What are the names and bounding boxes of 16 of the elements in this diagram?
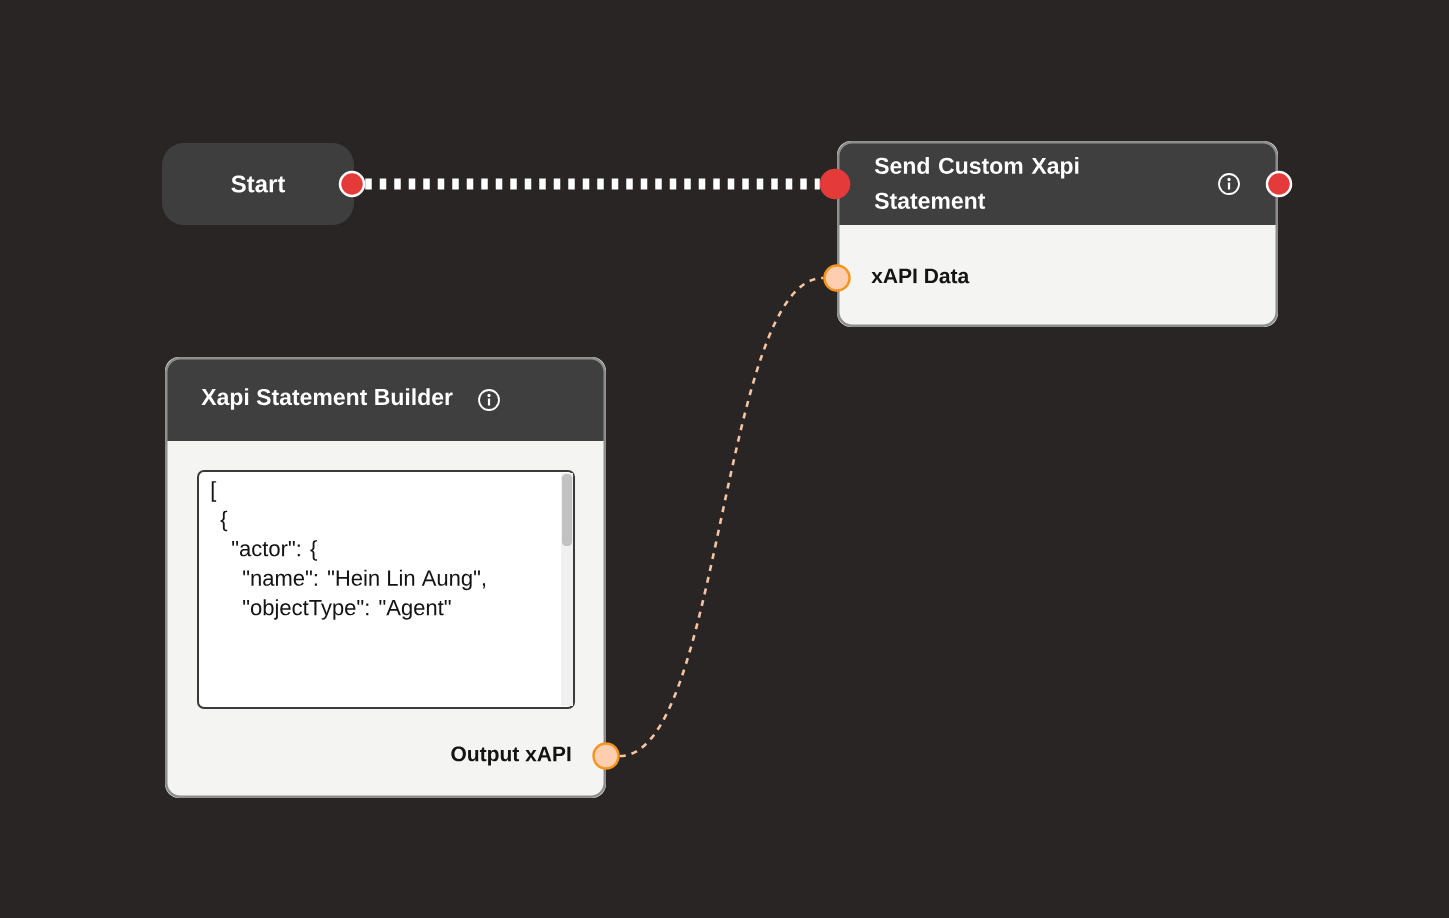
node-label: { bbox=[220, 510, 228, 532]
connector-port bbox=[338, 170, 366, 198]
node-label: "objectType": "Agent" bbox=[243, 599, 451, 620]
dashed-connector bbox=[619, 276, 824, 758]
node-label: "name": "Hein Lin Aung", bbox=[243, 569, 486, 591]
connector-port bbox=[819, 168, 851, 200]
text-area: [ { "actor": { "name": "Hein Lin Aung", "objectType": "Agent" bbox=[197, 470, 575, 709]
rounded-box: Start bbox=[162, 143, 354, 225]
node-title: Xapi Statement Builder bbox=[201, 388, 453, 410]
node-label: [ bbox=[211, 481, 217, 502]
port-label: Output xAPI bbox=[451, 746, 571, 766]
connector-port bbox=[1265, 170, 1293, 198]
dashed-connector bbox=[365, 178, 820, 190]
node-title: Send Custom Xapi Statement bbox=[874, 157, 1079, 209]
port-label: xAPI Data bbox=[871, 268, 970, 284]
node-label: "actor": { bbox=[232, 540, 317, 561]
